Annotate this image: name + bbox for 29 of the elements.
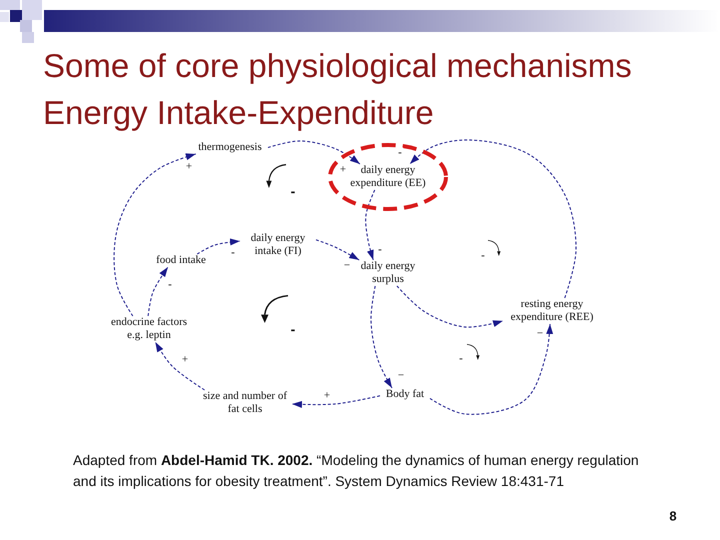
polarity-sign: - <box>459 354 463 364</box>
variable-label: size and number of fat cells <box>198 390 292 416</box>
dashed-arrow <box>292 395 380 408</box>
page-number: 8 <box>669 510 677 522</box>
variable-label: resting energy expenditure (REE) <box>503 298 601 324</box>
variable-label: Body fat <box>380 388 430 401</box>
highlight-ellipse <box>328 143 448 211</box>
dashed-arrow <box>114 153 196 316</box>
dashed-arrow <box>430 324 554 415</box>
slide-title: Some of core physiological mechanisms Energy Intake-Expenditure <box>43 46 633 133</box>
variable-label: thermogenesis <box>192 141 268 154</box>
polarity-sign: - <box>290 184 296 198</box>
dashed-arrow <box>196 238 240 254</box>
dashed-arrow <box>154 342 206 390</box>
dashed-arrow <box>268 140 360 164</box>
variable-label: food intake <box>150 254 212 267</box>
variable-label: endocrine factors e.g. leptin <box>104 316 194 342</box>
polarity-sign: - <box>290 322 296 336</box>
variable-label: daily energy surplus <box>356 260 420 286</box>
citation-text: Adapted from Abdel-Hamid TK. 2002. “Modeling the dynamics of human energy regulation and its implications for obesity treatment”. System Dynamics Review 18:431-71 <box>73 451 640 491</box>
variable-label: daily energy intake (FI) <box>240 232 316 258</box>
dashed-arrow <box>365 190 376 260</box>
dashed-arrow <box>370 286 392 388</box>
polarity-sign: - <box>481 250 485 262</box>
dashed-arrow <box>396 286 504 328</box>
variable-label: daily energy expenditure (EE) <box>349 164 427 190</box>
dashed-arrow <box>409 139 576 298</box>
dashed-arrow <box>316 239 360 260</box>
dashed-arrow <box>148 266 168 316</box>
